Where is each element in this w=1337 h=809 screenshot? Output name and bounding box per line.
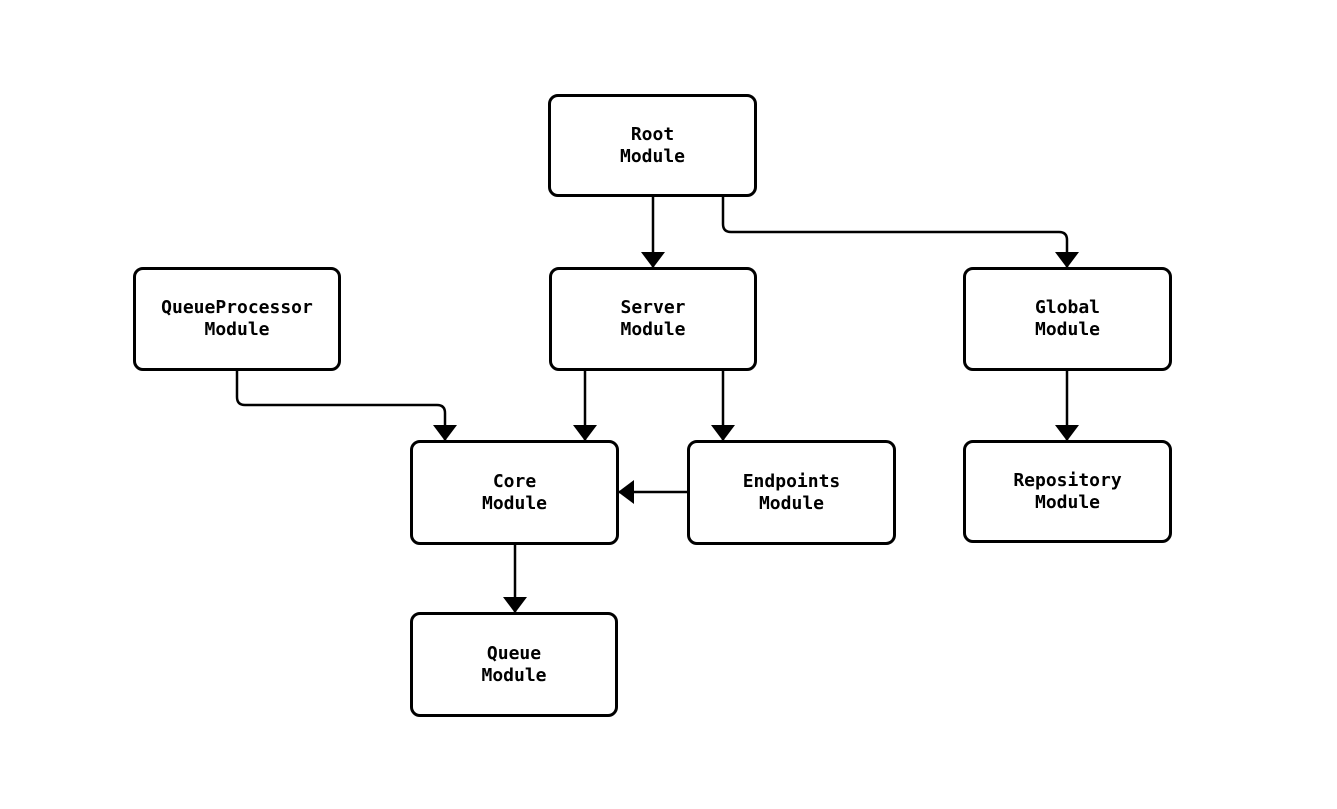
node-core-module: Core Module — [410, 440, 619, 545]
node-root-module-label: Root Module — [620, 124, 685, 168]
node-label-line: Global — [1034, 297, 1101, 318]
node-core-module-label: Core Module — [482, 471, 547, 515]
node-global-module: Global Module — [963, 267, 1172, 371]
node-repository-module-label: Repository Module — [1013, 470, 1121, 514]
node-label-line: Module — [1034, 319, 1101, 340]
node-label-line: Module — [758, 492, 824, 514]
node-queue-module: Queue Module — [410, 612, 618, 717]
node-label-line: Server — [620, 297, 686, 318]
node-repository-module: Repository Module — [963, 440, 1172, 543]
node-label-line: Core — [492, 470, 537, 492]
edge-queueprocessor-to-core — [235, 371, 457, 441]
node-label-line: Module — [1034, 491, 1101, 513]
node-label-line: Module — [619, 145, 686, 167]
node-root-module: Root Module — [548, 94, 757, 197]
node-queueprocessor-module-label: QueueProcessor Module — [161, 297, 313, 341]
node-label-line: Module — [481, 664, 547, 686]
node-queue-module-label: Queue Module — [481, 643, 546, 687]
node-queueprocessor-module: QueueProcessor Module — [133, 267, 341, 371]
node-endpoints-module: Endpoints Module — [687, 440, 896, 545]
node-label-line: Root — [630, 123, 675, 145]
node-server-module-label: Server Module — [620, 297, 685, 341]
edge-root-to-global — [721, 197, 1079, 268]
node-label-line: QueueProcessor — [161, 297, 313, 318]
node-server-module: Server Module — [549, 267, 757, 371]
node-label-line: Endpoints — [742, 470, 841, 492]
node-label-line: Module — [204, 319, 270, 340]
node-global-module-label: Global Module — [1035, 297, 1100, 341]
node-label-line: Module — [620, 319, 686, 340]
node-label-line: Repository — [1013, 469, 1122, 491]
node-label-line: Module — [481, 492, 548, 514]
node-endpoints-module-label: Endpoints Module — [743, 471, 841, 515]
node-label-line: Queue — [486, 642, 542, 664]
